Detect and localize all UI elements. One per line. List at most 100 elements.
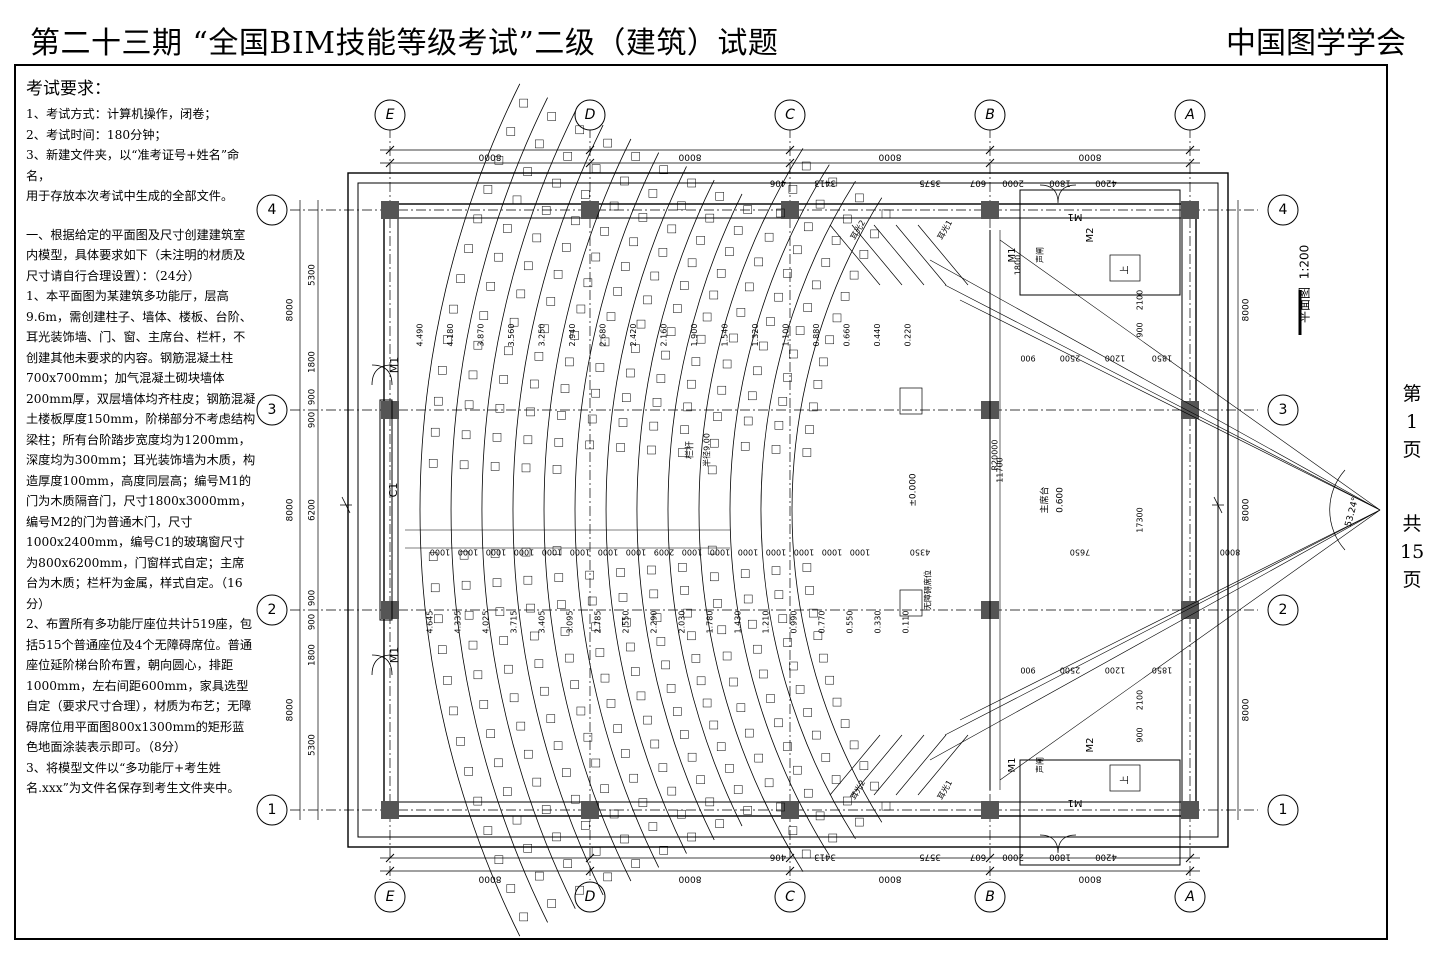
axis-label: E (386, 889, 395, 905)
seat (428, 552, 438, 561)
seat (583, 732, 593, 742)
seat (855, 817, 864, 827)
dimension-label: 900 (308, 614, 318, 630)
seat-row-step (729, 164, 830, 856)
seat (591, 252, 601, 262)
seat (725, 764, 734, 773)
dimension-label: 2100 (1136, 290, 1145, 310)
column (781, 201, 799, 219)
seat (801, 161, 811, 171)
door-swing (1039, 184, 1077, 204)
seat (705, 213, 715, 223)
column (1181, 201, 1199, 219)
page-total-suffix: 页 (1402, 569, 1422, 591)
seat (754, 257, 763, 267)
door-label: M1 (1068, 211, 1083, 222)
dimension-tick (385, 866, 395, 876)
row-level-label: 4.335 (454, 611, 463, 634)
seat (557, 411, 566, 420)
seat (512, 195, 522, 205)
seat (591, 388, 600, 398)
seat (659, 165, 668, 174)
dimension-label: 2100 (1136, 690, 1145, 710)
angle-arc (1329, 469, 1346, 551)
seat (622, 618, 631, 627)
dimension-label: 1000 (850, 548, 870, 557)
seat (626, 368, 635, 378)
dimension-label: 1000 (626, 548, 646, 557)
seat (495, 404, 505, 413)
seat (606, 312, 616, 321)
row-level-label: 3.250 (538, 324, 547, 347)
seat (759, 669, 768, 679)
seat (771, 445, 781, 454)
seat (560, 627, 570, 636)
seat (575, 125, 584, 135)
seat (622, 393, 631, 402)
axis-label: 2 (1279, 602, 1288, 618)
seat (729, 677, 738, 687)
dimension-label: 2009 (654, 548, 674, 557)
ear-wall (851, 224, 903, 286)
seat (716, 269, 726, 278)
break-mark (340, 496, 352, 514)
seat (666, 684, 676, 693)
dimension-label: 5300 (308, 734, 318, 756)
seat (656, 637, 666, 646)
seat (591, 164, 601, 173)
dimension-label: 8000 (478, 874, 501, 884)
page-current-prefix: 第 (1402, 383, 1422, 405)
seat (585, 570, 594, 580)
requirement-item: 2、考试时间：180分钟； (26, 127, 167, 142)
seat (789, 349, 798, 359)
axis-label: D (585, 107, 596, 123)
dimension-tick (385, 145, 395, 155)
ear-wall-label: 耳光2 (848, 218, 867, 241)
seat-row-step (636, 179, 715, 841)
seat (687, 752, 697, 762)
page-current-number: 1 (1405, 411, 1419, 433)
dimension-label: 1850 (1152, 354, 1172, 363)
dimension-label: 1000 (738, 548, 758, 557)
dimension-label: 1800 (1049, 852, 1071, 862)
dimension-label: 1850 (1152, 666, 1172, 675)
seat (547, 899, 556, 908)
seat (479, 311, 489, 320)
seat (743, 416, 753, 426)
seat (595, 363, 605, 372)
column (581, 201, 599, 219)
requirement-item: 1、考试方式：计算机操作，闭卷； (26, 107, 217, 121)
seat (456, 274, 465, 283)
stair-label: 上 (1120, 775, 1131, 784)
seat-row-step (574, 152, 660, 868)
axis-label: A (1184, 889, 1195, 905)
sight-line (944, 284, 1381, 511)
seat (740, 442, 750, 451)
seat (667, 786, 677, 796)
seat (603, 872, 612, 882)
seat-row-step (760, 180, 856, 840)
dimension-label: 1800 (1014, 255, 1023, 275)
dimension-label: 607 (970, 852, 986, 862)
seat (504, 664, 513, 674)
dimension-label: 1000 (514, 548, 534, 557)
seat (648, 189, 658, 198)
dimension-tick (785, 158, 795, 168)
dimension-label: 1000 (598, 548, 618, 557)
ear-wall (873, 224, 925, 286)
dimension-tick (385, 853, 395, 863)
seat (576, 706, 586, 716)
column (381, 201, 399, 219)
seat (576, 304, 586, 314)
seat (733, 226, 743, 235)
seat (764, 778, 774, 788)
seat (659, 846, 668, 855)
ear-wall (873, 734, 925, 796)
task-item: 2、布置所有多功能厅座位共计519座，包括515个普通座位及4个无障碍席位。普通… (26, 617, 253, 754)
axis-bubble (1174, 881, 1206, 913)
seat (443, 676, 452, 685)
door-swing (371, 364, 393, 386)
row-level-label: 2.290 (650, 611, 659, 634)
axis-bubble (374, 99, 406, 131)
